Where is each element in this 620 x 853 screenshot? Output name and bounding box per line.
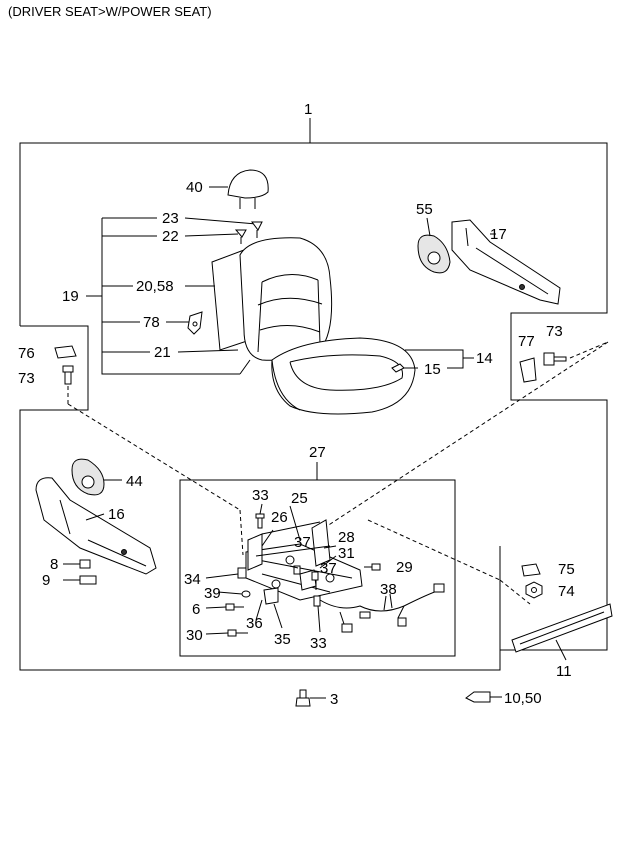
callout-16: 16: [108, 506, 125, 523]
cover-55: [417, 217, 451, 274]
cap-76: [54, 345, 77, 359]
callout-39: 39: [204, 585, 221, 602]
callout-77: 77: [518, 333, 535, 350]
callout-19-bracket: [86, 217, 257, 375]
side-shield-17: [451, 219, 561, 305]
track-box-27: [179, 462, 456, 657]
callout-23: 23: [162, 210, 179, 227]
nut-74: [525, 581, 543, 599]
callout-75: 75: [558, 561, 575, 578]
bolt-73-left: [62, 365, 244, 556]
callout-6: 6: [192, 601, 200, 618]
callout-3: 3: [330, 691, 338, 708]
cover-44: [71, 458, 122, 521]
callout-26: 26: [271, 509, 288, 526]
callout-22: 22: [162, 228, 179, 245]
callout-25: 25: [291, 490, 308, 507]
callout-labels: 1 40 23 22 19 20,58 78 21 55 17 14 15 76…: [18, 101, 575, 708]
callout-33-top: 33: [252, 487, 269, 504]
clips-8-9: [63, 559, 97, 585]
clip-75: [521, 563, 541, 577]
wiring-harness-38: [319, 583, 445, 633]
seat-back-frame: [211, 237, 333, 361]
callout-73-left: 73: [18, 370, 35, 387]
bolt-73-right: [519, 341, 609, 383]
callout-30: 30: [186, 627, 203, 644]
callout-37-b: 37: [320, 560, 337, 577]
trim-strip-11: [511, 603, 613, 661]
small-clips-22-23: [234, 221, 263, 244]
callout-40: 40: [186, 179, 203, 196]
callout-31: 31: [338, 545, 355, 562]
dash-leader-lines: [317, 341, 609, 605]
callout-20-58: 20,58: [136, 278, 174, 295]
callout-29: 29: [396, 559, 413, 576]
callout-73-right: 73: [546, 323, 563, 340]
callout-33-bottom: 33: [310, 635, 327, 652]
bolt-3: [295, 689, 326, 707]
callout-11: 11: [556, 663, 572, 680]
diagram-title: (DRIVER SEAT>W/POWER SEAT): [8, 4, 212, 19]
side-shield-16: [35, 477, 157, 575]
callout-76: 76: [18, 345, 35, 362]
callout-37-a: 37: [294, 534, 311, 551]
track-leader-lines: [205, 503, 387, 635]
callout-14: 14: [476, 350, 493, 367]
callout-19: 19: [62, 288, 79, 305]
callout-35: 35: [274, 631, 291, 648]
callout-9: 9: [42, 572, 50, 589]
callout-74: 74: [558, 583, 575, 600]
callout-15: 15: [424, 361, 441, 378]
callout-1: 1: [304, 101, 312, 118]
label-10-50: [465, 691, 502, 703]
seat-cushion: [271, 337, 474, 415]
callout-34: 34: [184, 571, 201, 588]
assembly-frame: [19, 118, 608, 671]
callout-8: 8: [50, 556, 58, 573]
headrest: [209, 169, 269, 209]
callout-78: 78: [143, 314, 160, 331]
callout-55: 55: [416, 201, 433, 218]
callout-44: 44: [126, 473, 143, 490]
callout-28: 28: [338, 529, 355, 546]
bracket-78: [187, 311, 203, 335]
callout-21: 21: [154, 344, 171, 361]
callout-38: 38: [380, 581, 397, 598]
callout-17: 17: [490, 226, 507, 243]
callout-36: 36: [246, 615, 263, 632]
callout-27: 27: [309, 444, 326, 461]
callout-10-50: 10,50: [504, 690, 542, 707]
fasteners-group: [225, 513, 381, 637]
